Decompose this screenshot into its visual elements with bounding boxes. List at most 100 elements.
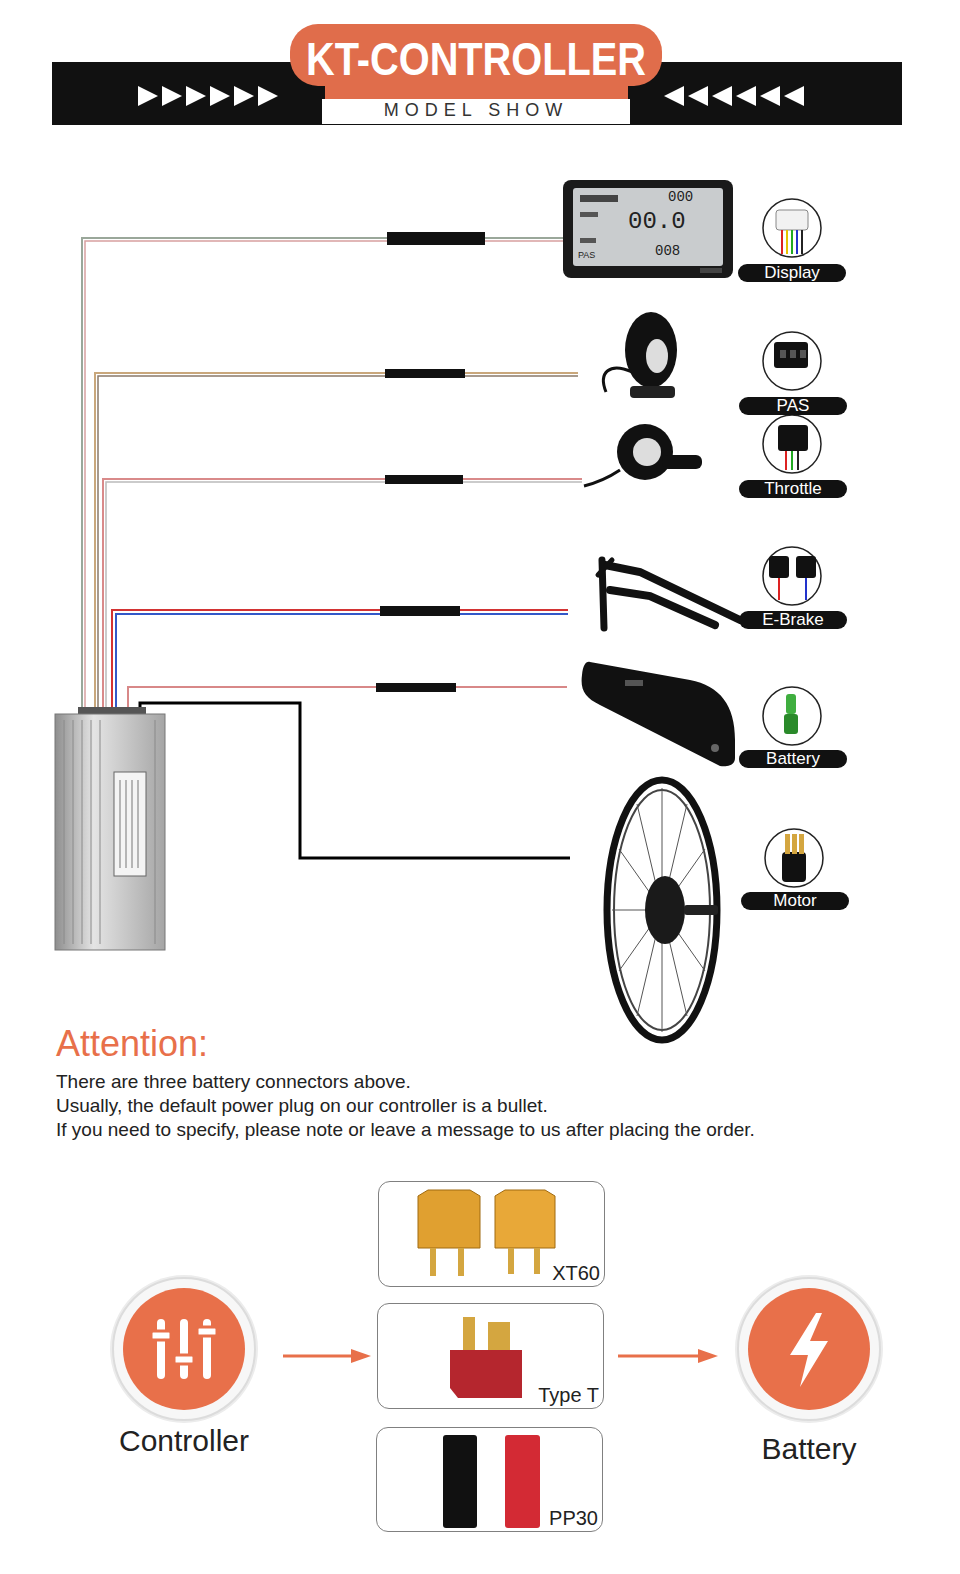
controller-box-part-part xyxy=(138,780,139,868)
pill-text: Motor xyxy=(773,891,816,910)
wires-part xyxy=(385,369,465,378)
controller-box-part xyxy=(114,772,146,876)
controller-box-part-part xyxy=(73,720,74,944)
lcd-display-part xyxy=(580,238,596,243)
lcd-display xyxy=(563,180,733,278)
lcd-reading: 008 xyxy=(655,244,680,258)
controller-box-part-part xyxy=(82,720,83,944)
connector-name: PP30 xyxy=(549,1507,598,1529)
connector-icons-part xyxy=(786,230,788,254)
circle-icon-part xyxy=(738,1278,880,1420)
pill-text: E-Brake xyxy=(762,610,823,629)
connector-icons-part xyxy=(796,230,798,254)
motor-wheel-part xyxy=(684,905,718,915)
controller-box-part-part xyxy=(91,720,92,944)
header-band-part-part xyxy=(186,86,206,106)
brake-levers-part xyxy=(610,590,715,625)
throttle-part xyxy=(584,470,620,486)
connector-name: XT60 xyxy=(552,1262,600,1284)
type-t-plug xyxy=(450,1317,522,1398)
wires-part xyxy=(116,614,568,712)
xt60-plug-part xyxy=(495,1190,555,1248)
connector-icons-part xyxy=(763,547,821,605)
label-pill: Battery xyxy=(739,750,847,768)
circle-caption: Battery xyxy=(724,1432,894,1466)
arrow-head xyxy=(351,1349,371,1363)
arrow-line xyxy=(618,1355,702,1358)
header-band-part-part xyxy=(664,86,684,106)
connector-icons-part xyxy=(763,199,821,257)
connector-icons-part xyxy=(778,578,780,600)
connector-icons-part xyxy=(782,852,806,882)
label-pill: E-Brake xyxy=(739,611,847,629)
circle-icon-part xyxy=(735,1275,883,1423)
note-text: If you need to specify, please note or l… xyxy=(56,1119,755,1142)
brake-levers-part xyxy=(598,560,612,575)
xt60-plug-part xyxy=(458,1248,464,1276)
controller-box xyxy=(55,707,165,950)
wires-part xyxy=(82,238,563,712)
circle-icon-part xyxy=(110,1275,258,1423)
label-pill: PAS xyxy=(739,397,847,415)
battery-pack-part xyxy=(625,680,643,686)
pill-text: Display xyxy=(764,263,820,282)
connector-icons-part xyxy=(791,451,793,470)
pas-sensor-part xyxy=(630,386,675,398)
connector-icons-part xyxy=(781,230,783,254)
controller-box-part-part xyxy=(64,720,65,944)
motor-wheel xyxy=(607,780,718,1040)
connector-icons-part xyxy=(776,210,808,230)
wires-part xyxy=(128,687,567,712)
label-pill: Motor xyxy=(741,892,849,910)
circle-icon-part xyxy=(180,1319,188,1379)
connector-box: XT60 xyxy=(378,1181,605,1287)
controller-box-part-part xyxy=(132,780,133,868)
connector-icons-part xyxy=(763,415,821,473)
type-t-plug-part xyxy=(488,1322,510,1351)
connector-box: PP30 xyxy=(376,1427,603,1532)
throttle-part xyxy=(633,438,661,466)
wires-part xyxy=(103,479,582,712)
lcd-display-part xyxy=(573,188,723,266)
header-band-part-part xyxy=(760,86,780,106)
title-text: KT-CONTROLLER xyxy=(306,34,646,84)
wires-part xyxy=(106,482,582,712)
motor-wheel-part xyxy=(607,780,717,1040)
lcd-display-part xyxy=(580,212,598,217)
connector-icons-part xyxy=(784,714,798,734)
wires-part xyxy=(98,376,578,712)
note-text: Usually, the default power plug on our c… xyxy=(56,1095,548,1118)
controller-box-part xyxy=(64,720,155,944)
pas-sensor xyxy=(604,312,677,398)
lcd-reading: 000 xyxy=(668,190,693,204)
icon-circle: Battery xyxy=(724,1269,894,1470)
wires-part xyxy=(385,475,463,484)
connector-icons-part xyxy=(791,230,793,254)
xt60-plug-part xyxy=(534,1248,540,1274)
connector-icons-part xyxy=(797,451,799,470)
pill-text: Battery xyxy=(766,749,820,768)
circle-icon-part xyxy=(174,1355,194,1364)
header-band-part-part xyxy=(210,86,230,106)
brake-levers xyxy=(598,560,740,628)
xt60-plug xyxy=(418,1190,555,1276)
header-band-part-part xyxy=(712,86,732,106)
pas-sensor-part xyxy=(625,312,677,388)
battery-pack xyxy=(582,662,735,766)
header-band-part-part xyxy=(138,86,158,106)
flow-arrow xyxy=(283,1349,371,1363)
connector-icons-part xyxy=(801,230,803,254)
throttle-part xyxy=(662,455,702,469)
lcd-display-part xyxy=(700,268,722,273)
connector-icons-part xyxy=(765,829,823,887)
wires-part xyxy=(95,373,578,712)
circle-icon-part xyxy=(748,1288,870,1410)
controller-box-part-part xyxy=(120,780,121,868)
lcd-reading: 00.0 xyxy=(628,210,686,234)
battery-pack-part xyxy=(711,744,719,752)
header-band-part-part xyxy=(234,86,254,106)
type-t-plug-part xyxy=(463,1317,475,1351)
label-pill: Throttle xyxy=(739,480,847,498)
connector-icons-part xyxy=(774,342,808,368)
arrow-line xyxy=(283,1355,355,1358)
